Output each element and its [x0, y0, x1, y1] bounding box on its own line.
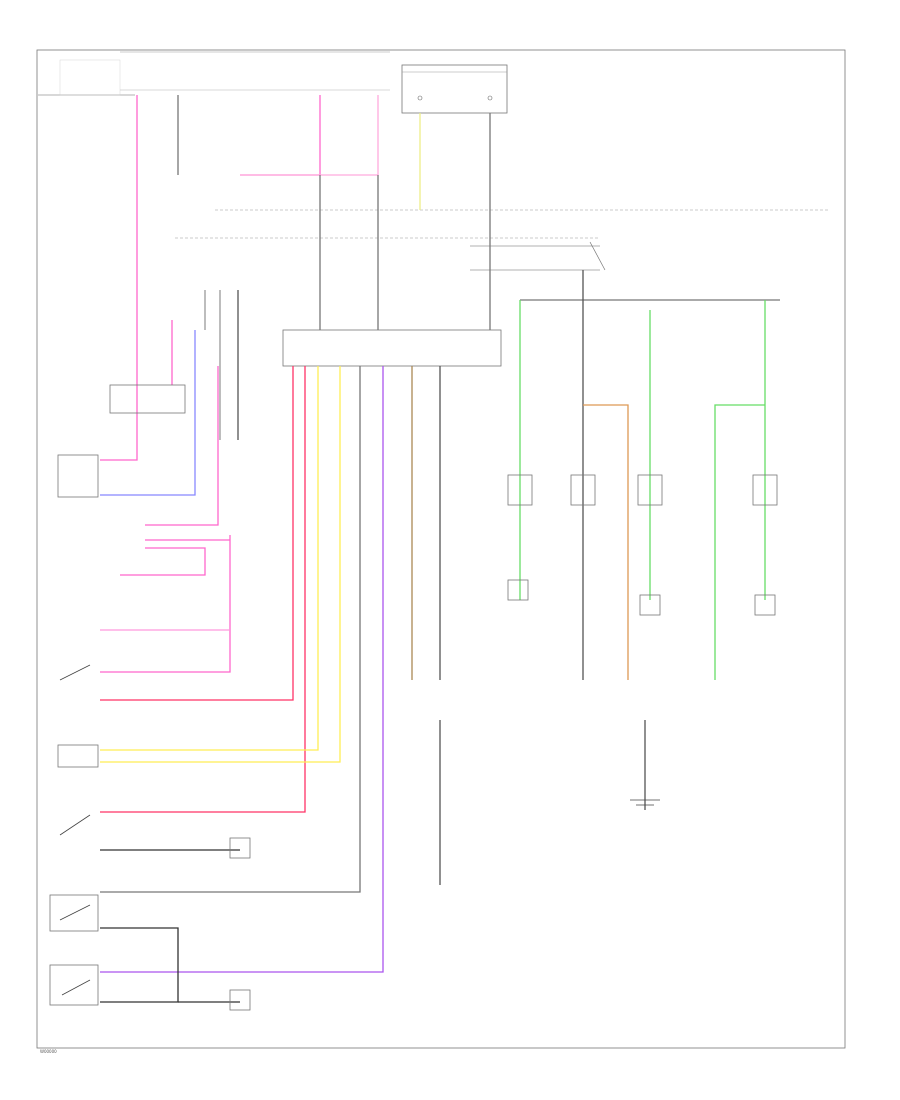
- lamp-symbols: [507, 474, 778, 616]
- lamp-circuit-right: [439, 270, 780, 885]
- relay-upper-right: [470, 241, 606, 271]
- diagram-frame: [36, 49, 846, 1049]
- wire-violet-blue: [100, 330, 196, 496]
- central-control-unit: [282, 329, 502, 367]
- top-bus: [120, 51, 830, 239]
- wire-pink-left: [100, 95, 379, 461]
- footer-code: W00000: [40, 1049, 57, 1054]
- wire-pink-harness: [100, 366, 231, 673]
- wire-black-lower-left: [100, 849, 240, 1003]
- fuse-box-top: [401, 64, 508, 114]
- wire-grey-group: [177, 95, 491, 440]
- switch-symbols: [49, 384, 186, 1006]
- top-left-module: [38, 59, 135, 96]
- control-unit-outputs: [100, 366, 441, 973]
- ground-symbols: [229, 799, 660, 1011]
